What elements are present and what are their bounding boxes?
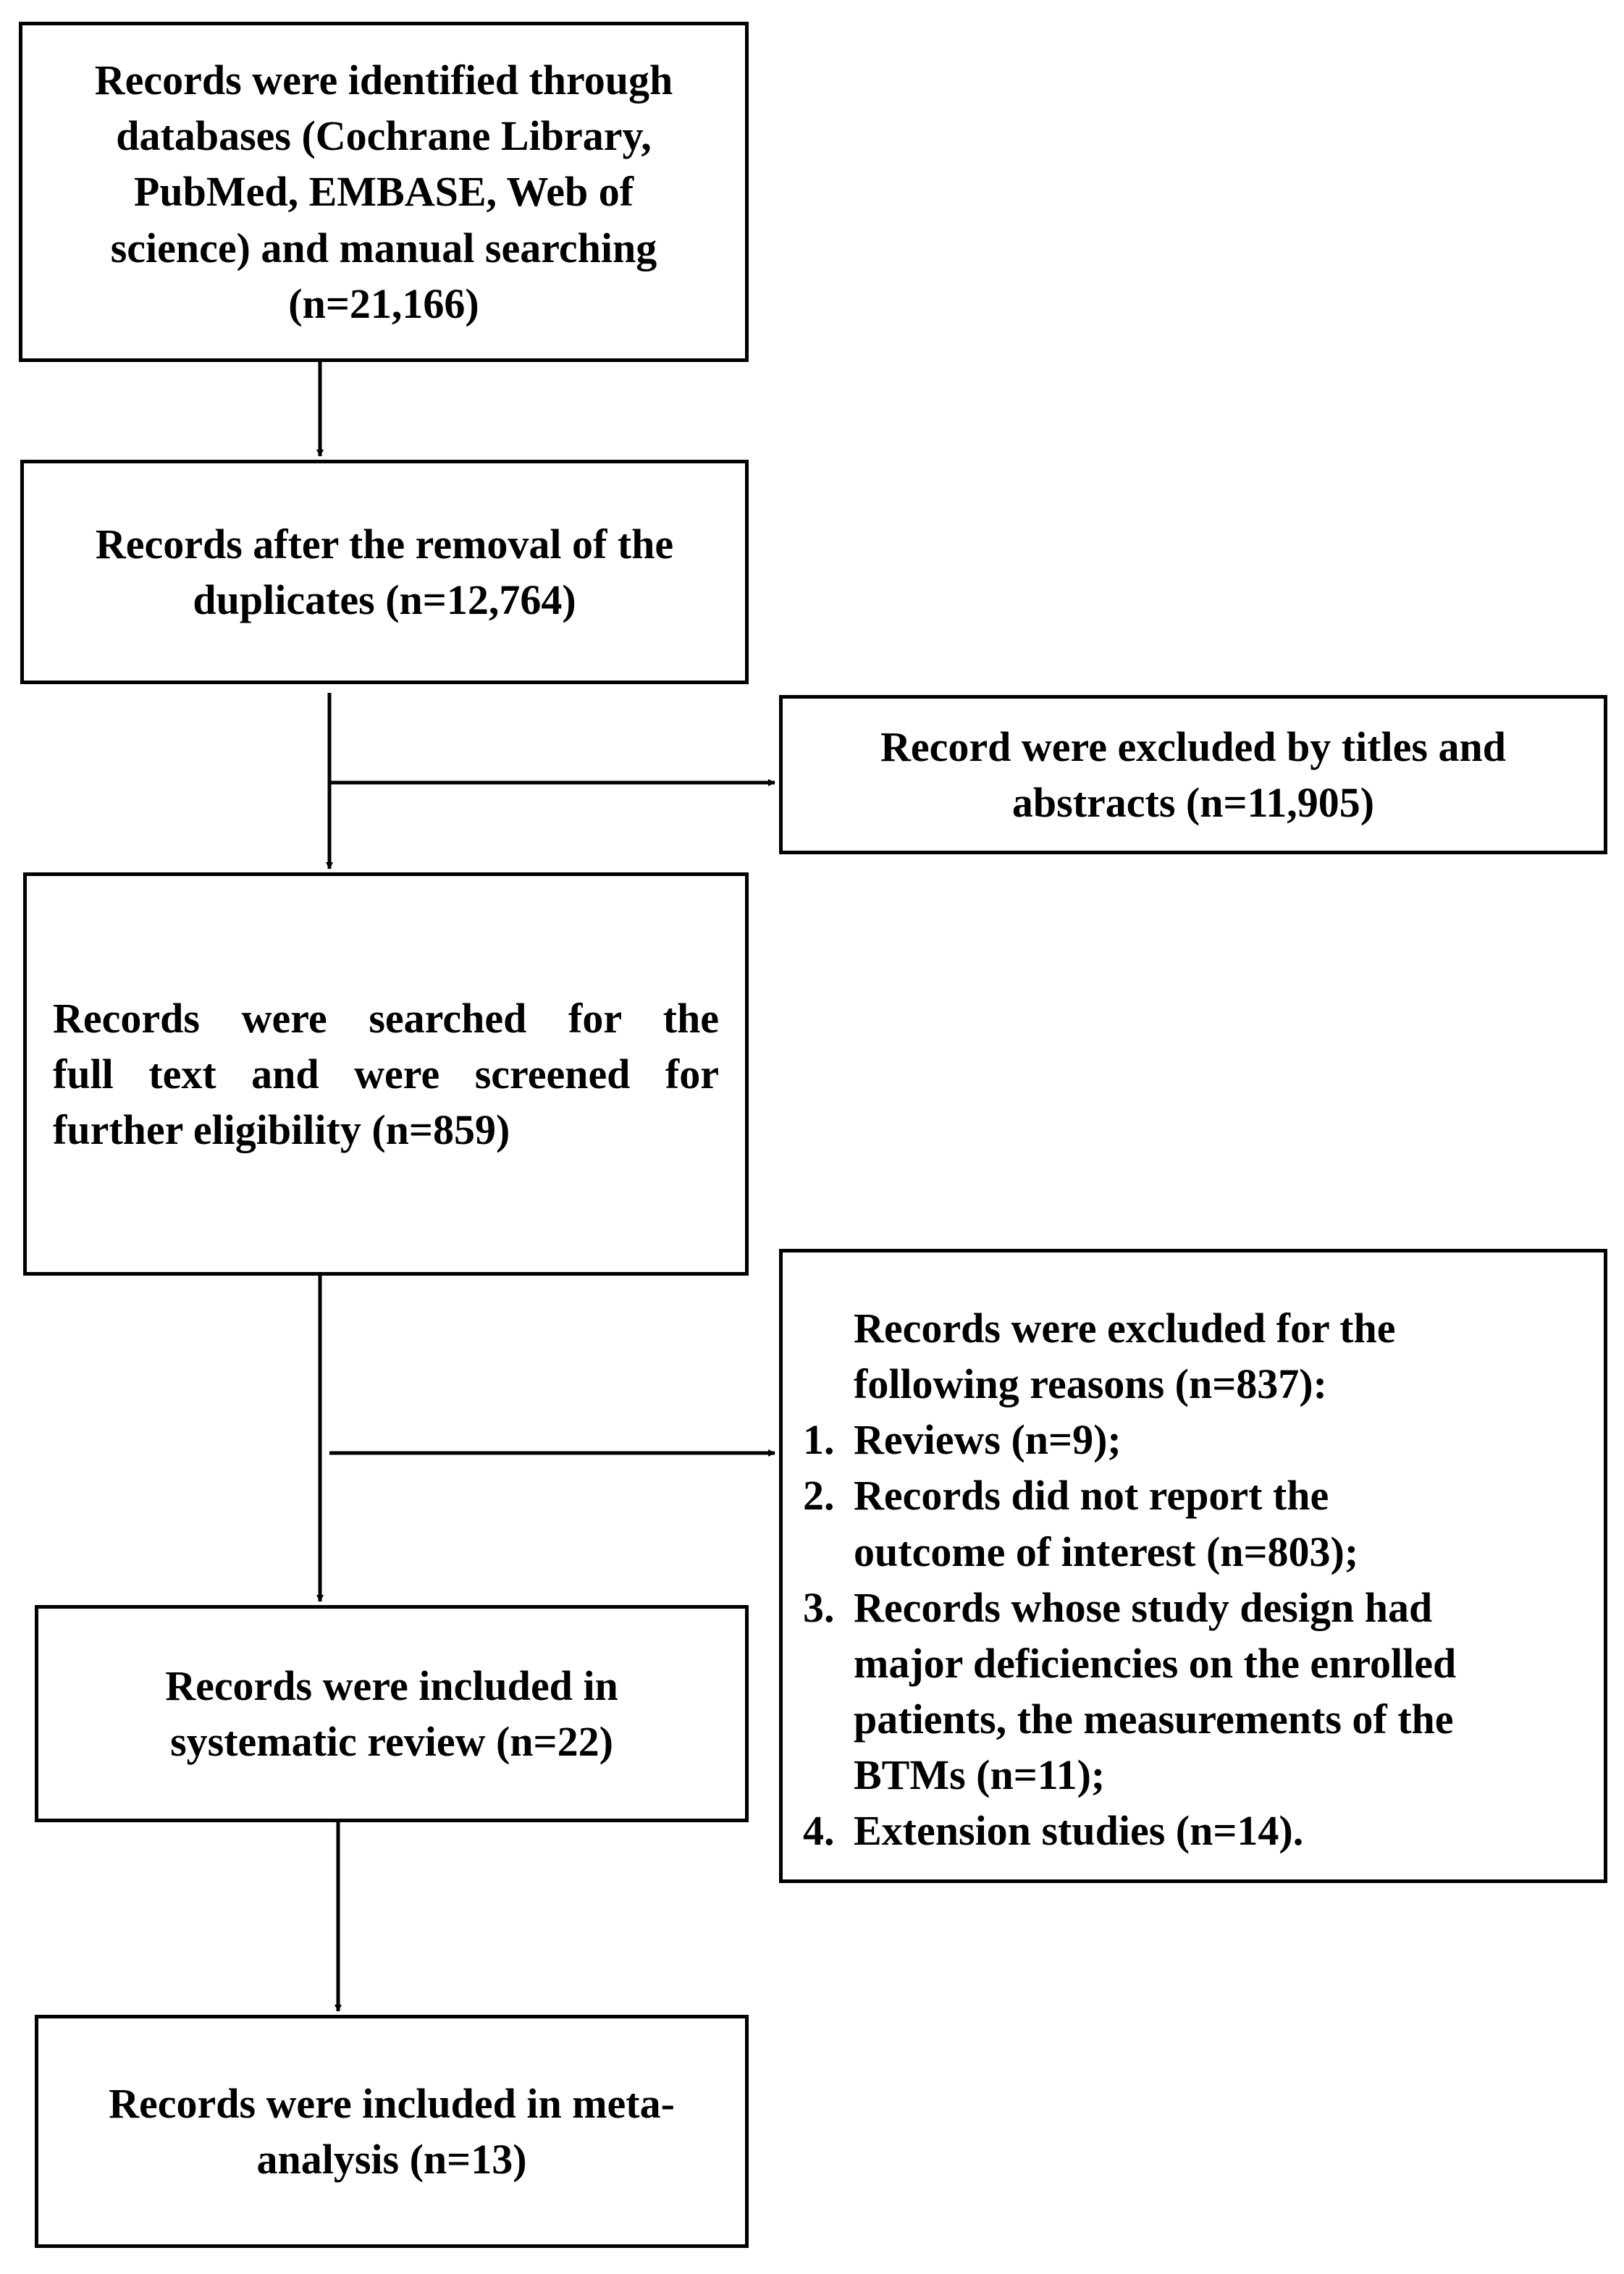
exclusion-item-2: 2. Records did not report the bbox=[803, 1467, 1329, 1523]
exclusion-item-text: Reviews (n=9); bbox=[854, 1416, 1122, 1464]
node-text-line: further eligibility (n=859) bbox=[53, 1106, 510, 1154]
node-text-line: abstracts (n=11,905) bbox=[1011, 779, 1375, 826]
exclusion-item-text: BTMs (n=11); bbox=[854, 1751, 1106, 1798]
node-text-line: science) and manual searching bbox=[110, 224, 657, 271]
node-meta-analysis: Records were included in meta- analysis … bbox=[35, 2015, 749, 2248]
exclusion-item-number: 4. bbox=[803, 1807, 835, 1855]
exclusion-item-1: 1. Reviews (n=9); bbox=[803, 1412, 1122, 1467]
exclusion-item-3: 3. Records whose study design had bbox=[803, 1580, 1432, 1635]
node-text-line: Records were identified through bbox=[94, 56, 673, 104]
node-text-line: full text and were screened for bbox=[53, 1050, 719, 1098]
exclusion-item-text: patients, the measurements of the bbox=[854, 1695, 1454, 1743]
exclusion-item-number: 1. bbox=[803, 1416, 835, 1464]
node-text-line: Record were excluded by titles and bbox=[880, 723, 1506, 770]
node-text-line: Records were searched for the bbox=[53, 994, 719, 1042]
exclusion-item-text: outcome of interest (n=803); bbox=[854, 1528, 1359, 1575]
node-text-line: databases (Cochrane Library, bbox=[116, 112, 652, 160]
exclusion-item-text: Records did not report the bbox=[854, 1472, 1329, 1520]
exclusion-item-4: 4. Extension studies (n=14). bbox=[803, 1803, 1303, 1858]
exclusion-item-text: Records whose study design had bbox=[854, 1583, 1433, 1631]
node-excluded-reasons: Records were excluded for the following … bbox=[779, 1249, 1607, 1883]
node-text-line: Records after the removal of the bbox=[95, 520, 674, 568]
node-systematic-review: Records were included in systematic revi… bbox=[35, 1605, 749, 1822]
exclusion-heading-line: Records were excluded for the bbox=[854, 1305, 1396, 1352]
node-fulltext-screened: Records were searched for the full text … bbox=[23, 872, 749, 1276]
node-text-line: systematic review (n=22) bbox=[170, 1718, 613, 1765]
node-records-deduplicated: Records after the removal of the duplica… bbox=[20, 460, 749, 684]
node-excluded-titles-abstracts: Record were excluded by titles and abstr… bbox=[779, 695, 1607, 854]
node-text-line: Records were included in meta- bbox=[109, 2079, 675, 2127]
exclusion-item-number: 2. bbox=[803, 1472, 835, 1520]
node-records-identified: Records were identified through database… bbox=[19, 22, 749, 362]
exclusion-item-text: major deficiencies on the enrolled bbox=[854, 1639, 1457, 1687]
node-text-line: (n=21,166) bbox=[288, 279, 479, 327]
exclusion-heading-line: following reasons (n=837): bbox=[854, 1360, 1327, 1408]
node-text-line: duplicates (n=12,764) bbox=[193, 576, 576, 623]
exclusion-item-text: Extension studies (n=14). bbox=[854, 1807, 1304, 1855]
node-text-line: PubMed, EMBASE, Web of bbox=[133, 168, 634, 216]
exclusion-item-number: 3. bbox=[803, 1583, 835, 1631]
node-text-line: Records were included in bbox=[165, 1662, 618, 1709]
node-text-line: analysis (n=13) bbox=[256, 2136, 527, 2183]
